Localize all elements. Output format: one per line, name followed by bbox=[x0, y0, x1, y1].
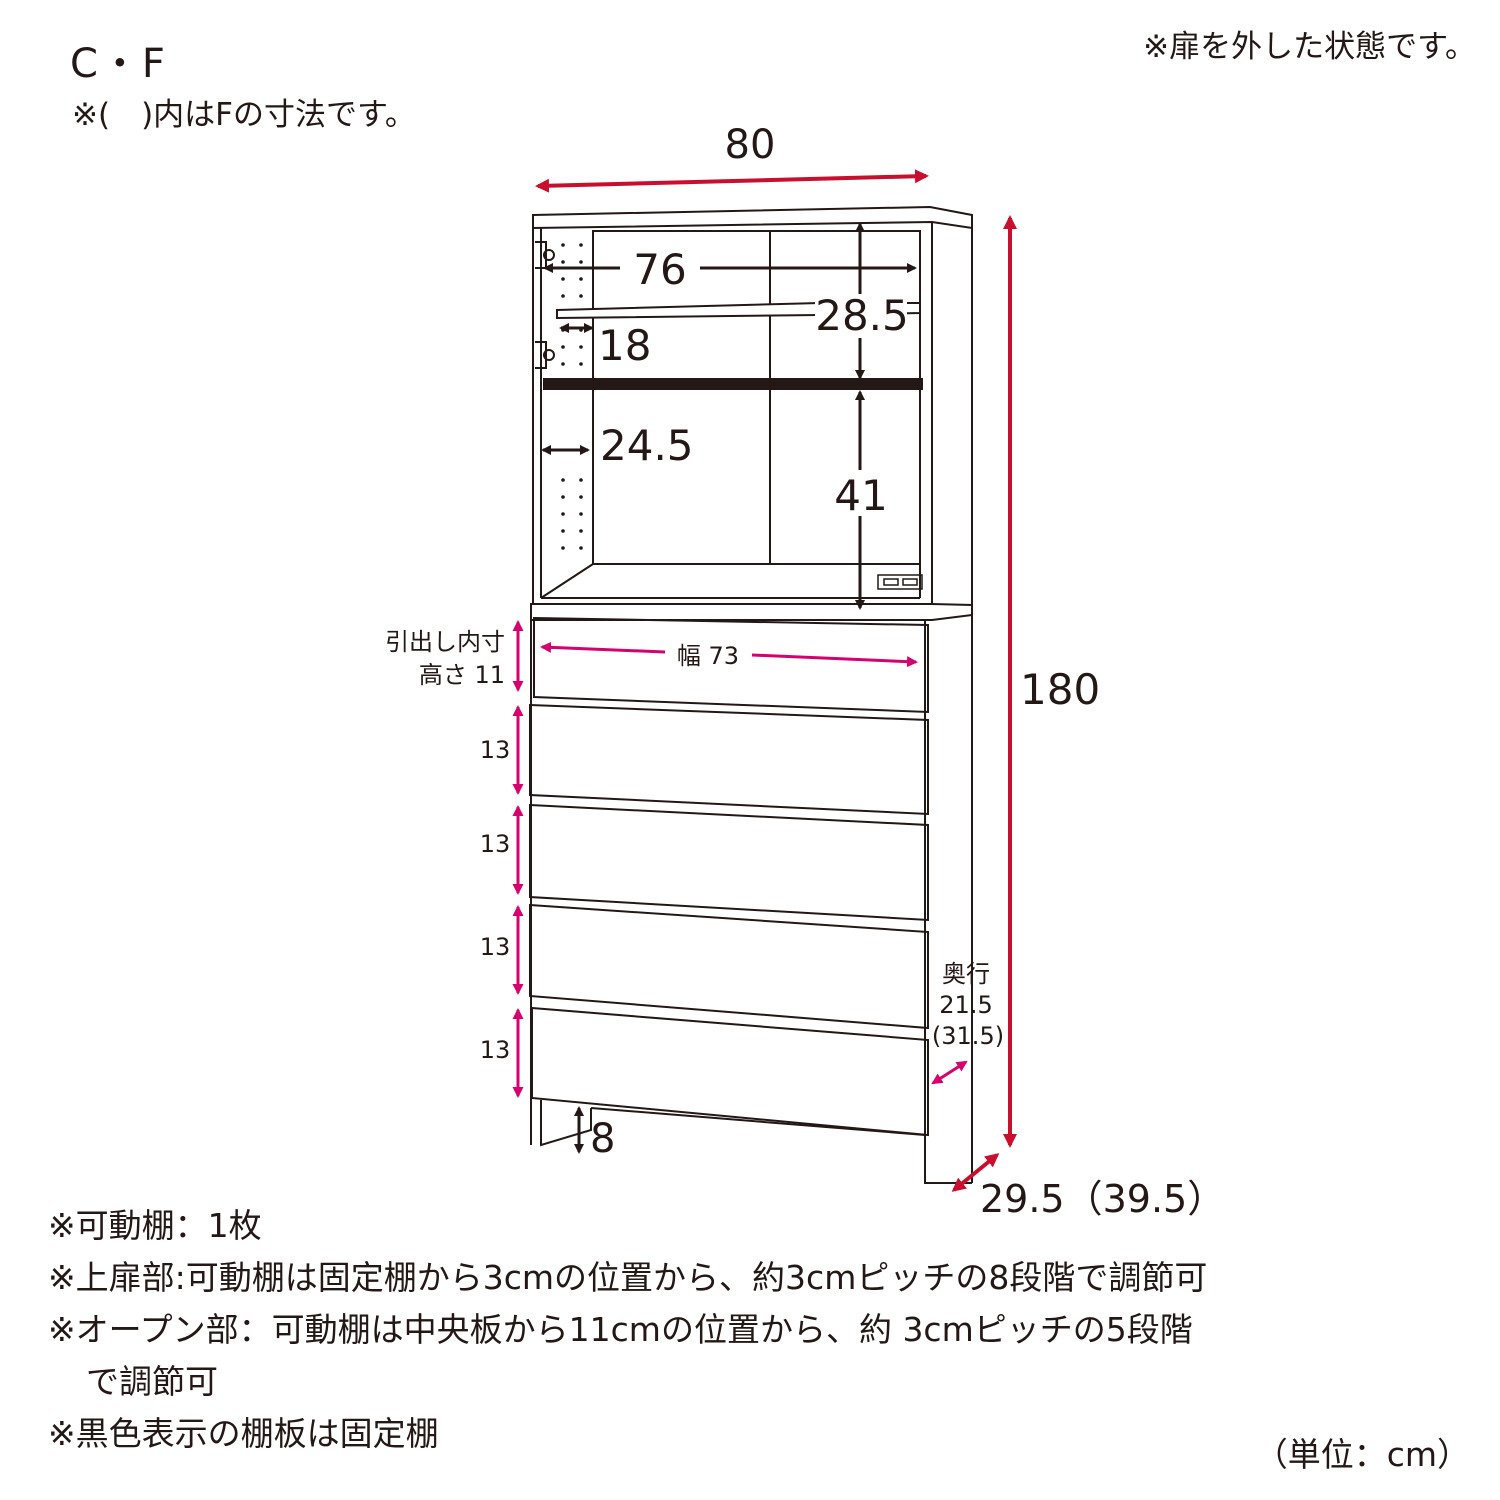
shelf-pin-holes bbox=[561, 243, 583, 550]
drawer-2 bbox=[529, 703, 929, 816]
cabinet-outline bbox=[529, 205, 973, 1184]
label-inner-width: 76 bbox=[633, 245, 686, 294]
upper-cabinet-top bbox=[532, 205, 973, 230]
label-drawer-inner: 引出し内寸 bbox=[385, 628, 505, 656]
drawer-width-arrow-left bbox=[540, 641, 666, 654]
drawer-3 bbox=[529, 803, 929, 922]
furniture-diagram: 80 76 28.5 18 24.5 41 180 引出し内寸 高さ 11 幅 … bbox=[385, 122, 1225, 1221]
base-left-leg bbox=[540, 1100, 592, 1147]
label-drawer-2-height: 13 bbox=[480, 736, 511, 764]
label-inner-depth: 24.5 bbox=[600, 421, 694, 470]
drawer-1 bbox=[533, 616, 929, 714]
power-outlet-icon bbox=[877, 574, 923, 590]
door-removed-note: ※扉を外した状態です。 bbox=[1143, 29, 1476, 65]
drawer-width-arrow-right bbox=[751, 653, 918, 668]
label-depth: 奥行 bbox=[942, 960, 990, 988]
base-plinth bbox=[590, 1107, 926, 1136]
label-drawer-4-height: 13 bbox=[480, 933, 511, 961]
middle-counter bbox=[530, 603, 973, 621]
label-total-height: 180 bbox=[1020, 665, 1100, 714]
red-dimension-arrows bbox=[535, 169, 1017, 1192]
model-label: C・F bbox=[70, 41, 167, 87]
inner-depth-arrow bbox=[931, 1060, 968, 1085]
label-drawer-inner-height: 高さ 11 bbox=[419, 661, 505, 689]
label-total-width: 80 bbox=[725, 122, 776, 168]
label-lower-height: 41 bbox=[834, 471, 887, 520]
note-open-section-cont: で調節可 bbox=[86, 1362, 218, 1401]
label-drawer-width: 幅 73 bbox=[677, 642, 739, 670]
label-shelf-depth-18: 18 bbox=[598, 321, 651, 370]
back-panel bbox=[592, 230, 921, 565]
notes-list: ※可動棚：1枚 ※上扉部:可動棚は固定棚から3cmの位置から、約3cmピッチの8… bbox=[48, 1200, 1207, 1460]
label-drawer-5-height: 13 bbox=[480, 1036, 511, 1064]
total-depth-arrow bbox=[951, 1153, 1000, 1192]
unit-label: （単位：cm） bbox=[1254, 1435, 1470, 1474]
note-movable-shelf-count: ※可動棚：1枚 bbox=[48, 1206, 262, 1245]
magenta-dimension-arrows bbox=[512, 620, 968, 1098]
label-depth-value: 21.5 bbox=[939, 991, 992, 1019]
note-fixed-shelf: ※黒色表示の棚板は固定棚 bbox=[48, 1414, 439, 1453]
base-right-leg bbox=[924, 1135, 972, 1184]
fixed-shelf bbox=[543, 378, 923, 390]
paren-note: ※( )内はFの寸法です。 bbox=[72, 97, 416, 133]
total-width-arrow bbox=[535, 169, 929, 193]
hinge-icon bbox=[535, 241, 555, 369]
drawer-5 bbox=[531, 1006, 929, 1137]
label-total-depth: 29.5（39.5） bbox=[980, 1177, 1225, 1221]
label-base-height: 8 bbox=[590, 1116, 615, 1162]
label-drawer-3-height: 13 bbox=[480, 830, 511, 858]
note-upper-door: ※上扉部:可動棚は固定棚から3cmの位置から、約3cmピッチの8段階で調節可 bbox=[48, 1258, 1208, 1297]
label-depth-value-f: (31.5) bbox=[932, 1022, 1004, 1050]
label-upper-height: 28.5 bbox=[815, 291, 909, 340]
drawer-4 bbox=[529, 903, 929, 1030]
note-open-section: ※オープン部：可動棚は中央板から11cmの位置から、約 3cmピッチの5段階 bbox=[48, 1310, 1193, 1349]
